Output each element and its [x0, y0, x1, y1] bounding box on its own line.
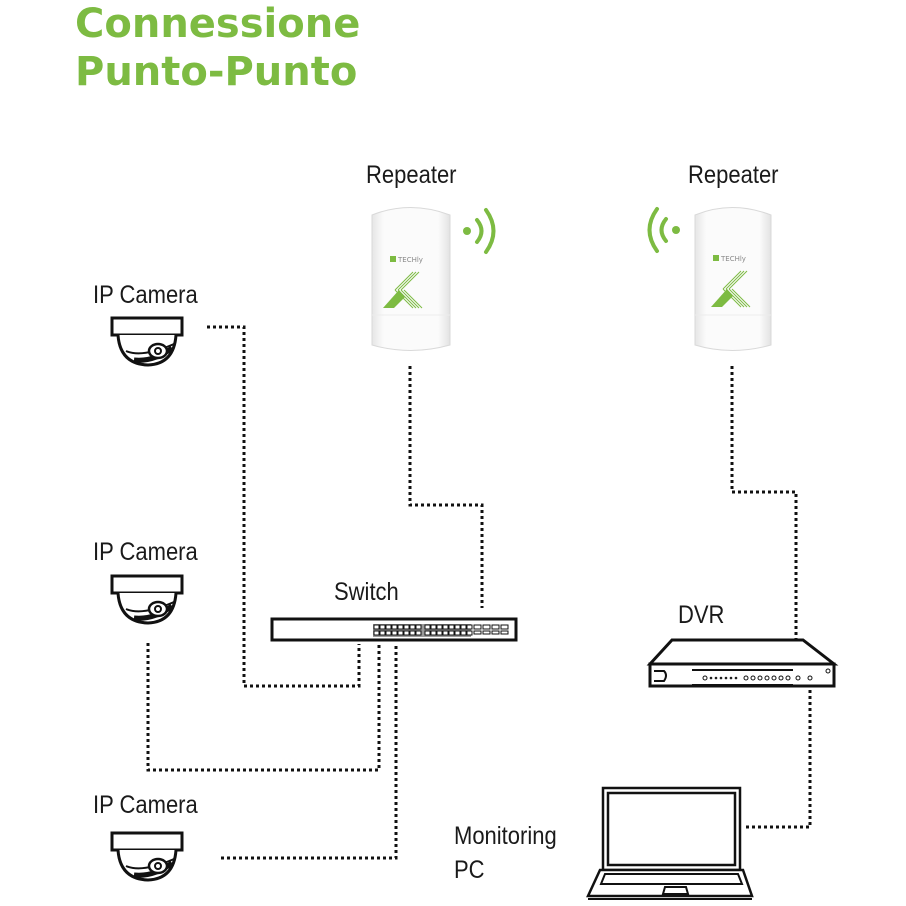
link-camera2-switch — [146, 643, 381, 772]
title-line-2: Punto-Punto — [75, 49, 358, 95]
dvr-led — [778, 675, 784, 681]
switch-port — [385, 630, 392, 636]
switch-port — [391, 630, 398, 636]
switch-port — [436, 624, 443, 630]
dvr-led — [771, 675, 777, 681]
ip-camera-3-icon — [110, 831, 184, 882]
switch-port — [460, 624, 467, 630]
sfp-port — [500, 630, 509, 635]
techly-x-logo-icon — [383, 271, 423, 309]
dvr-led — [807, 675, 813, 681]
switch-port — [397, 624, 404, 630]
switch-port — [415, 624, 422, 630]
switch-port — [466, 624, 473, 630]
dvr-led — [709, 676, 713, 680]
camera-2-label: IP Camera — [93, 538, 198, 566]
laptop-icon — [586, 786, 754, 900]
camera-3-label: IP Camera — [93, 791, 198, 819]
switch-port — [448, 624, 455, 630]
repeater-left-label: Repeater — [366, 161, 457, 189]
switch-label: Switch — [334, 578, 399, 606]
wifi-signal-left-icon — [647, 207, 680, 253]
uplink-port — [482, 624, 491, 630]
switch-port — [466, 630, 473, 636]
switch-port — [385, 624, 392, 630]
switch-port — [424, 624, 431, 630]
switch-port — [373, 630, 380, 636]
dvr-led — [719, 676, 723, 680]
switch-port — [379, 624, 386, 630]
switch-port — [409, 624, 416, 630]
switch-port — [403, 630, 410, 636]
techly-x-logo-icon — [711, 270, 751, 308]
sfp-port — [482, 630, 491, 635]
link-camera3-switch — [221, 644, 398, 860]
ip-camera-2-icon — [110, 574, 184, 625]
switch-port — [460, 630, 467, 636]
switch-port — [424, 630, 431, 636]
switch-port — [403, 624, 410, 630]
ip-camera-1-icon — [110, 316, 184, 367]
switch-port — [397, 630, 404, 636]
dvr-label: DVR — [678, 601, 725, 629]
dvr-led — [743, 675, 749, 681]
techly-logo-icon — [713, 255, 719, 261]
switch-port — [391, 624, 398, 630]
dvr-led — [764, 675, 770, 681]
link-repeater-right-dvr — [730, 366, 798, 640]
camera-1-label: IP Camera — [93, 281, 198, 309]
switch-ports — [373, 624, 509, 637]
repeater-right-label: Repeater — [688, 161, 779, 189]
link-dvr-pc — [746, 690, 812, 829]
uplink-port — [500, 624, 509, 630]
pc-label-line-1: Monitoring — [454, 822, 557, 850]
pc-label-line-2: PC — [454, 856, 485, 884]
switch-port — [373, 624, 380, 630]
switch-port — [442, 630, 449, 636]
uplink-port — [473, 624, 482, 630]
link-repeater-left-switch — [408, 366, 484, 608]
dvr-led — [734, 676, 738, 680]
switch-port — [454, 630, 461, 636]
title-line-1: Connessione — [75, 1, 361, 47]
switch-port — [379, 630, 386, 636]
dvr-led — [714, 676, 718, 680]
switch-port — [454, 624, 461, 630]
dvr-led — [729, 676, 733, 680]
switch-port — [409, 630, 416, 636]
dvr-led — [795, 675, 801, 681]
connection-lines — [146, 325, 812, 860]
link-camera1-switch — [207, 325, 361, 688]
dvr-led — [757, 675, 763, 681]
repeater-left-brand: TECHly — [397, 256, 423, 264]
switch-port — [430, 630, 437, 636]
repeater-right-brand: TECHly — [720, 255, 746, 263]
switch-port — [430, 624, 437, 630]
switch-port — [436, 630, 443, 636]
dvr-led — [750, 675, 756, 681]
repeater-left-device: TECHly — [371, 207, 451, 351]
switch-port — [415, 630, 422, 636]
switch-device-icon — [270, 617, 518, 642]
sfp-port — [491, 630, 500, 635]
switch-port — [448, 630, 455, 636]
dvr-led — [702, 675, 708, 681]
uplink-port — [491, 624, 500, 630]
switch-port — [442, 624, 449, 630]
dvr-led — [785, 675, 791, 681]
dvr-led — [724, 676, 728, 680]
techly-logo-icon — [390, 256, 396, 262]
sfp-port — [473, 630, 482, 635]
wifi-signal-right-icon — [463, 208, 496, 254]
repeater-right-device: TECHly — [694, 207, 772, 351]
dvr-device-icon — [646, 638, 839, 688]
